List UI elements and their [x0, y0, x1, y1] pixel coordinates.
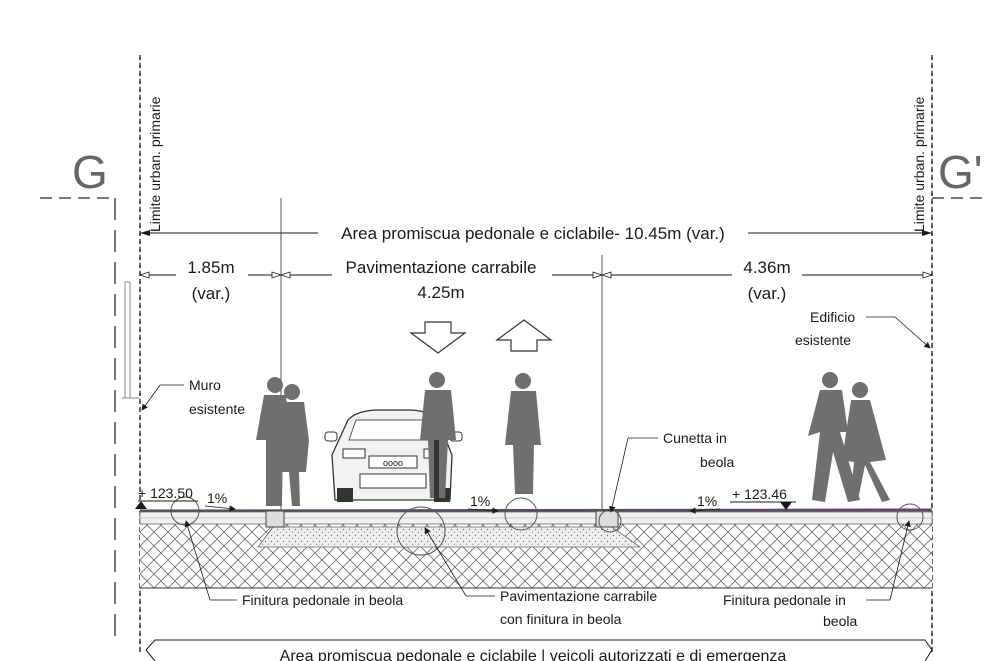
dimension-left-value: 1.85m	[187, 258, 234, 277]
cyclist	[420, 372, 456, 502]
callout-finitura-left: Finitura pedonale in beola	[184, 520, 403, 608]
callout-cunetta-line2: beola	[700, 454, 734, 470]
callout-finitura-right: Finitura pedonale in beola	[723, 520, 911, 629]
dimension-right-value: 4.36m	[743, 258, 790, 277]
dimension-left: 1.85m (var.)	[138, 255, 283, 303]
pedestrian-couple-right	[808, 372, 890, 502]
level-left-value: + 123.50	[138, 485, 193, 501]
callout-edificio-line2: esistente	[795, 332, 851, 348]
level-right: + 123.46	[730, 486, 796, 510]
callout-muro-line2: esistente	[189, 401, 245, 417]
slope-left-value: 1%	[207, 490, 227, 506]
slope-center: 1%	[467, 493, 499, 514]
ground-section	[139, 508, 933, 589]
level-left: + 123.50	[135, 485, 198, 509]
callout-muro: Muro esistente	[141, 377, 245, 417]
dimension-overall: Area promiscua pedonale e ciclabile- 10.…	[140, 224, 932, 243]
existing-wall	[122, 281, 140, 399]
callout-edificio-line1: Edificio	[810, 309, 855, 325]
section-mark-left-label: G	[72, 146, 108, 198]
direction-arrow-down	[409, 321, 467, 354]
callout-finitura-right-line1: Finitura pedonale in	[723, 592, 846, 608]
section-mark-left: G	[40, 146, 116, 640]
section-mark-right-label: G'	[938, 146, 983, 198]
callout-muro-line1: Muro	[189, 377, 221, 393]
pedestrian-center	[505, 373, 541, 494]
bottom-label: Area promiscua pedonale e ciclabile | ve…	[280, 648, 787, 661]
car-badge: oooo	[383, 458, 403, 468]
dimension-left-var: (var.)	[192, 284, 231, 303]
level-right-value: + 123.46	[732, 486, 787, 502]
slope-left: 1%	[204, 490, 236, 512]
callout-pavimentazione-line1: Pavimentazione carrabile	[500, 588, 657, 604]
dimension-overall-label: Area promiscua pedonale e ciclabile- 10.…	[341, 224, 725, 243]
callout-finitura-left-label: Finitura pedonale in beola	[242, 592, 403, 608]
bottom-bracket: Area promiscua pedonale e ciclabile | ve…	[145, 639, 933, 661]
callout-cunetta: Cunetta in beola	[609, 430, 734, 513]
dimension-right: 4.36m (var.)	[600, 255, 934, 303]
urban-limit-right-label: Limite urban. primarie	[911, 96, 927, 232]
pedestrians	[256, 372, 890, 506]
dimension-center-value: 4.25m	[417, 283, 464, 302]
direction-arrow-up	[495, 319, 553, 352]
slope-right-value: 1%	[697, 493, 717, 509]
callout-edificio: Edificio esistente	[795, 309, 931, 349]
dimension-right-var: (var.)	[748, 284, 787, 303]
dimension-center: Pavimentazione carrabile 4.25m	[279, 256, 604, 302]
urban-limit-left-label: Limite urban. primarie	[147, 96, 163, 232]
section-mark-right: G'	[932, 146, 989, 199]
callout-pavimentazione: Pavimentazione carrabile con finitura in…	[424, 527, 657, 627]
callout-cunetta-line1: Cunetta in	[663, 430, 727, 446]
slope-center-value: 1%	[470, 493, 490, 509]
slope-right: 1%	[689, 493, 721, 514]
pedestrian-couple	[256, 377, 309, 506]
callout-finitura-right-line2: beola	[823, 613, 857, 629]
dimension-center-title: Pavimentazione carrabile	[346, 258, 537, 277]
callout-pavimentazione-line2: con finitura in beola	[500, 611, 622, 627]
